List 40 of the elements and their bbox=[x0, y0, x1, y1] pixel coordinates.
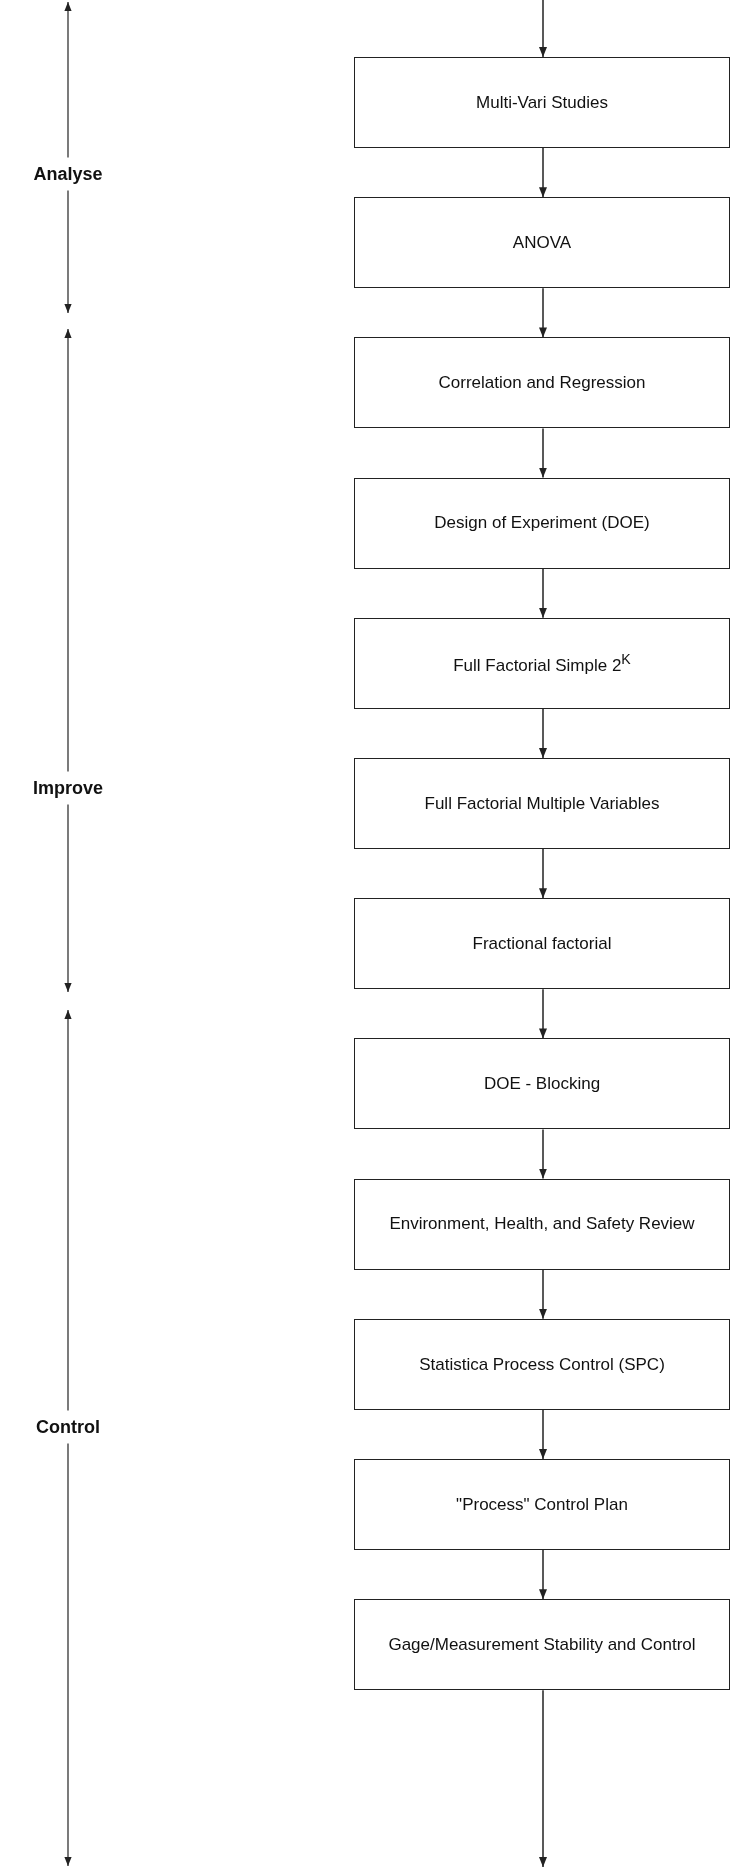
process-box bbox=[354, 617, 730, 709]
arrow bbox=[539, 1268, 547, 1320]
arrow bbox=[539, 988, 547, 1040]
step-text: Environment, Health, and Safety Review bbox=[389, 1213, 695, 1235]
process-box bbox=[354, 898, 730, 990]
process-box bbox=[354, 1178, 730, 1270]
arrow bbox=[539, 1549, 547, 1600]
process-box bbox=[354, 1599, 730, 1691]
phase-label: Improve bbox=[31, 771, 105, 805]
arrow bbox=[539, 1689, 547, 1868]
arrow bbox=[539, 848, 547, 899]
phase-label: Control bbox=[34, 1410, 102, 1444]
step-text: Full Factorial Simple 2$^{K}$ bbox=[453, 650, 631, 676]
arrow bbox=[539, 567, 547, 619]
process-box bbox=[354, 758, 730, 849]
step-text: Fractional factorial bbox=[472, 933, 612, 955]
process-box bbox=[354, 197, 730, 289]
process-box bbox=[354, 1318, 730, 1410]
process-box bbox=[354, 57, 730, 148]
arrow bbox=[539, 0, 547, 58]
phase-label: Analyse bbox=[31, 157, 105, 191]
process-box bbox=[354, 477, 730, 569]
arrow bbox=[539, 1409, 547, 1460]
process-box bbox=[354, 1038, 730, 1130]
process-box bbox=[354, 337, 730, 429]
step-text: ANOVA bbox=[512, 232, 572, 254]
arrow bbox=[539, 287, 547, 339]
arrow bbox=[539, 1128, 547, 1180]
arrow bbox=[539, 427, 547, 479]
step-text: Full Factorial Multiple Variables bbox=[424, 792, 660, 815]
step-text: Multi-Vari Studies bbox=[476, 91, 608, 114]
arrow bbox=[539, 708, 547, 759]
step-text: Statistica Process Control (SPC) bbox=[419, 1353, 665, 1375]
step-text: Gage/Measurement Stability and Control bbox=[388, 1634, 696, 1656]
step-text: Correlation and Regression bbox=[438, 372, 646, 394]
step-text: DOE - Blocking bbox=[483, 1073, 601, 1095]
step-text: Design of Experiment (DOE) bbox=[434, 512, 650, 534]
arrow bbox=[539, 147, 547, 198]
step-text: "Process" Control Plan bbox=[456, 1493, 628, 1516]
process-box bbox=[354, 1459, 730, 1550]
